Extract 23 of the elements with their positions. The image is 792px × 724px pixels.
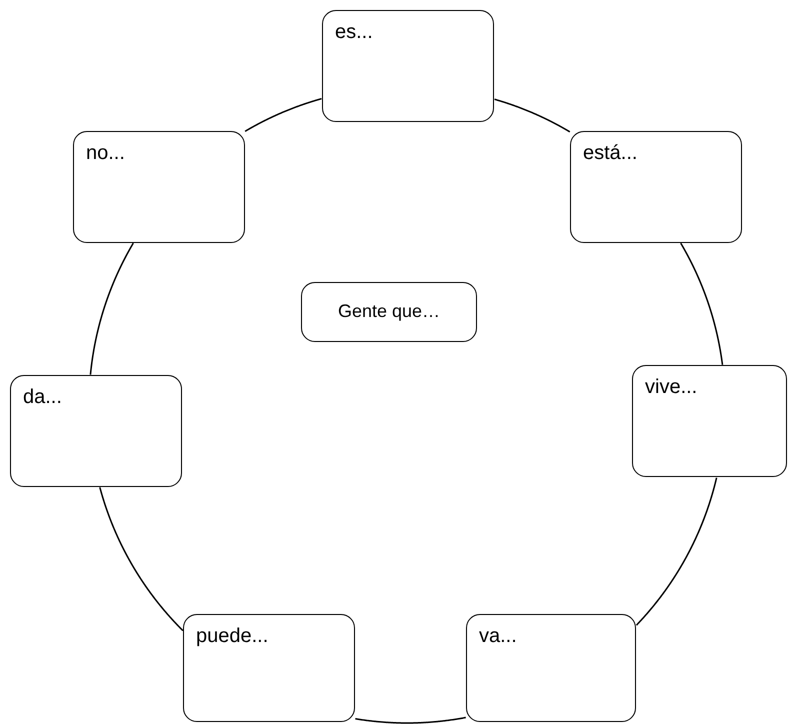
connector-arc [244,98,322,132]
connector-arc [636,478,718,626]
rounded-box [322,10,494,122]
rounded-box [10,375,182,487]
connector-arc [90,242,134,375]
connector-arc [99,487,184,632]
box-label: puede... [196,625,268,648]
rounded-box [301,282,477,342]
connector-arc [355,716,466,724]
box-label: Gente que… [336,300,442,323]
box-label: vive... [645,376,698,399]
connector-arc [494,98,570,133]
rounded-box [183,614,355,722]
box-label: no... [86,142,125,165]
box-label: da... [23,386,62,409]
box-label: va... [479,625,517,648]
rounded-box [570,131,742,243]
box-label: es... [335,21,373,44]
box-label: está... [583,142,638,165]
rounded-box [632,365,787,477]
connector-arc [680,242,724,365]
rounded-box [466,614,636,722]
rounded-box [73,131,245,243]
